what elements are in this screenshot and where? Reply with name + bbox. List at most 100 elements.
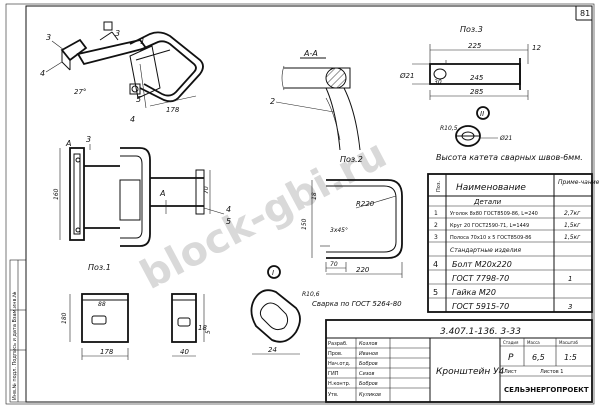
front-view: А 3 4 5 70 А 160 <box>53 135 231 247</box>
svg-text:Уголок 8х80 ГОСТ8509-86, L=240: Уголок 8х80 ГОСТ8509-86, L=240 <box>450 211 538 217</box>
svg-text:5: 5 <box>226 217 231 226</box>
svg-text:30: 30 <box>434 79 442 86</box>
isometric-view <box>60 21 204 109</box>
svg-text:А-А: А-А <box>303 49 318 58</box>
svg-text:3: 3 <box>434 234 438 241</box>
side-stamp: Инв.№ подл. Подпись и дата Взам.инв.№ <box>9 259 27 403</box>
svg-text:Бобров: Бобров <box>359 381 378 387</box>
svg-text:Поз.1: Поз.1 <box>88 263 111 272</box>
spec-header-note: Приме-чание <box>558 179 600 186</box>
svg-text:88: 88 <box>98 301 106 308</box>
svg-text:Ø21: Ø21 <box>499 135 512 142</box>
section-a-a: А-А 2 <box>270 49 361 151</box>
pos2-view: Поз.2 150 18 R220 3x45° 70 220 <box>301 155 403 278</box>
svg-text:Бобров: Бобров <box>359 361 378 367</box>
svg-text:Поз.2: Поз.2 <box>340 155 363 164</box>
svg-text:3: 3 <box>115 29 120 38</box>
svg-text:150: 150 <box>301 218 308 230</box>
svg-text:1: 1 <box>568 275 572 283</box>
drawing-name: Кронштейн У4 <box>436 367 505 377</box>
svg-text:I: I <box>272 269 274 277</box>
weld-note: Высота катета сварных швов-6мм. <box>436 153 583 162</box>
svg-text:12: 12 <box>532 44 541 52</box>
svg-text:70: 70 <box>330 261 338 268</box>
svg-text:285: 285 <box>470 88 484 96</box>
svg-text:Утв.: Утв. <box>328 392 339 398</box>
spec-header-name: Наименование <box>456 183 526 193</box>
svg-text:40: 40 <box>180 348 189 356</box>
title-block: 3.407.1-136. 3-33 Кронштейн У4 Стадия Ма… <box>325 319 593 403</box>
svg-text:Иванов: Иванов <box>359 351 378 357</box>
svg-text:Сизов: Сизов <box>359 371 374 377</box>
svg-text:18: 18 <box>311 192 318 200</box>
svg-text:Поз.3: Поз.3 <box>460 25 483 34</box>
spec-header-pos: Поз. <box>436 181 442 192</box>
svg-text:ГОСТ 7798-70: ГОСТ 7798-70 <box>452 274 509 283</box>
svg-text:II: II <box>480 110 484 118</box>
svg-text:Круг 20 ГОСТ2590-71, L=1449: Круг 20 ГОСТ2590-71, L=1449 <box>450 223 529 229</box>
svg-text:5: 5 <box>205 330 212 334</box>
svg-text:24: 24 <box>268 346 277 354</box>
svg-text:ГОСТ 5915-70: ГОСТ 5915-70 <box>452 302 509 311</box>
svg-text:6,5: 6,5 <box>532 353 545 362</box>
svg-text:1: 1 <box>434 210 438 217</box>
side-stamp-text: Инв.№ подл. Подпись и дата Взам.инв.№ <box>12 291 18 400</box>
svg-text:Масса: Масса <box>527 340 540 345</box>
svg-text:Масштаб: Масштаб <box>559 340 579 345</box>
svg-text:245: 245 <box>470 74 484 82</box>
svg-text:Листов 1: Листов 1 <box>540 369 563 375</box>
svg-text:178: 178 <box>100 348 114 356</box>
svg-text:А: А <box>65 139 71 148</box>
svg-text:3x45°: 3x45° <box>330 227 348 234</box>
svg-text:Гайка М20: Гайка М20 <box>452 288 496 297</box>
svg-text:1: 1 <box>140 37 145 46</box>
spec-table: Поз. Наименование Приме-чание Детали 1 У… <box>427 173 600 313</box>
svg-text:160: 160 <box>53 188 60 200</box>
svg-text:ГИП: ГИП <box>328 371 339 377</box>
svg-text:27°: 27° <box>74 88 86 96</box>
svg-text:Ø21: Ø21 <box>399 72 414 80</box>
svg-text:3: 3 <box>86 135 91 144</box>
spec-section-details: Детали <box>473 198 502 206</box>
org-name: СЕЛЬЭНЕРГОПРОЕКТ <box>504 386 589 394</box>
spec-section-standard: Стандартные изделия <box>450 247 521 254</box>
svg-text:Полоса 70х10 х 5 ГОСТ8509-86: Полоса 70х10 х 5 ГОСТ8509-86 <box>450 235 532 241</box>
outer-frame <box>5 3 595 405</box>
svg-text:5: 5 <box>433 288 438 297</box>
svg-text:R10,6: R10,6 <box>302 291 320 298</box>
svg-text:225: 225 <box>468 42 482 50</box>
svg-text:2: 2 <box>434 222 438 229</box>
svg-text:Р: Р <box>508 353 514 363</box>
svg-text:Нач.отд.: Нач.отд. <box>328 361 351 367</box>
weld-gost-note: Сварка по ГОСТ 5264-80 <box>312 300 402 308</box>
svg-text:Пров.: Пров. <box>328 351 343 357</box>
svg-text:1,5кг: 1,5кг <box>564 234 581 241</box>
svg-text:180: 180 <box>61 312 68 324</box>
svg-text:Разраб.: Разраб. <box>328 341 348 347</box>
svg-text:178: 178 <box>166 106 180 114</box>
detail-i: I R10,6 24 <box>250 265 320 355</box>
svg-text:2: 2 <box>270 97 275 106</box>
svg-text:4: 4 <box>226 205 231 214</box>
svg-text:А: А <box>159 189 165 198</box>
svg-text:3: 3 <box>46 33 51 42</box>
svg-text:Болт М20х220: Болт М20х220 <box>452 260 512 269</box>
svg-text:70: 70 <box>203 186 210 194</box>
svg-text:5: 5 <box>136 95 141 104</box>
pos1-view: Поз.1 180 88 178 40 5 18 <box>61 263 212 360</box>
pos3-view: Поз.3 225 30 245 285 Ø21 12 <box>399 25 541 100</box>
svg-text:1,5кг: 1,5кг <box>564 222 581 229</box>
svg-text:Куликов: Куликов <box>359 392 381 398</box>
svg-text:4: 4 <box>433 260 438 269</box>
sheet-number: 81 <box>580 9 590 18</box>
svg-text:4: 4 <box>130 115 135 124</box>
svg-text:Козлов: Козлов <box>359 341 378 347</box>
svg-text:2,7кг: 2,7кг <box>564 210 581 217</box>
svg-text:R220: R220 <box>356 200 375 208</box>
svg-text:3: 3 <box>568 303 572 311</box>
svg-text:Стадия: Стадия <box>503 340 519 345</box>
svg-text:R10,5: R10,5 <box>440 125 458 132</box>
detail-ii: II R10,5 Ø21 <box>440 106 512 147</box>
svg-text:220: 220 <box>356 266 370 274</box>
